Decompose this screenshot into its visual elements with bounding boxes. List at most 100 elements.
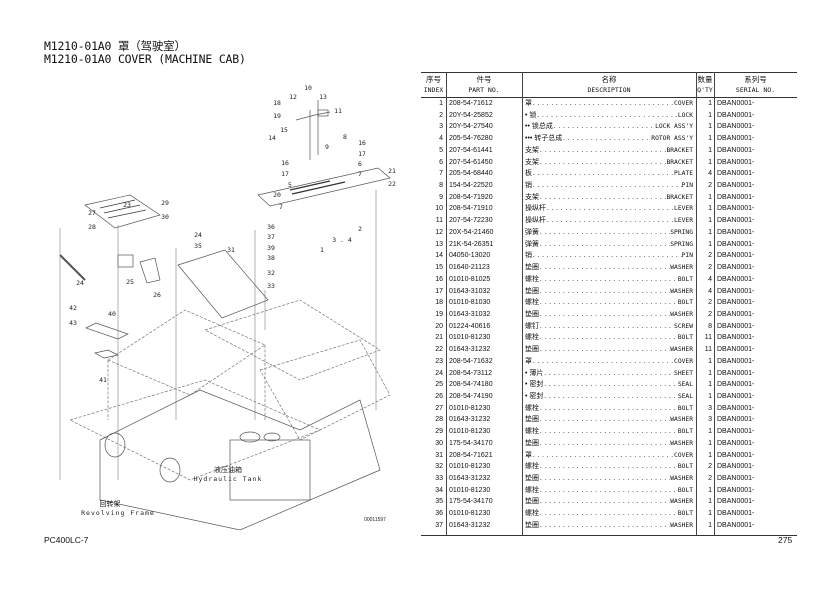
- row-part-number: 20Y-54-27540: [449, 123, 493, 131]
- callout-number: 15: [280, 126, 288, 134]
- row-quantity: 1: [708, 498, 712, 506]
- row-description: • 薄片....................................…: [525, 368, 693, 380]
- table-bottom-rule: [421, 535, 797, 536]
- row-quantity: 2: [708, 264, 712, 272]
- desc-cn: 板: [525, 170, 532, 178]
- row-serial: DBAN0001-: [717, 299, 755, 307]
- desc-cn: 垫圈: [525, 287, 539, 295]
- header-index-en: INDEX: [423, 86, 444, 94]
- row-quantity: 1: [708, 451, 712, 459]
- row-serial: DBAN0001-: [717, 217, 755, 225]
- callout-number: 38: [267, 254, 275, 262]
- table-row: 26 208-54-74190 • 密封....................…: [421, 391, 797, 403]
- table-row: 2 20Y-54-25852 • 锁......................…: [421, 110, 797, 122]
- desc-cn: • 密封: [525, 381, 544, 389]
- row-quantity: 2: [708, 252, 712, 260]
- desc-cn: 螺栓: [525, 334, 539, 342]
- row-part-number: 208-54-71612: [449, 100, 493, 107]
- row-quantity: 1: [708, 510, 712, 518]
- hydraulic-tank: [229, 439, 311, 501]
- row-description: 垫圈......................................…: [525, 520, 693, 532]
- desc-en: LOCK: [677, 111, 693, 119]
- row-quantity: 1: [708, 357, 712, 365]
- row-description: 罩.......................................…: [525, 356, 693, 368]
- leader-dots: ........................................…: [539, 228, 670, 236]
- row-part-number: 208-54-71910: [449, 205, 493, 213]
- leader-dots: ........................................…: [532, 100, 674, 107]
- callout-number: 22: [388, 180, 396, 188]
- leader-dots: ........................................…: [562, 135, 652, 143]
- callout-number: 32: [267, 269, 275, 277]
- table-row: 12 20X-54-21460 弹簧......................…: [421, 227, 797, 239]
- row-index: 4: [439, 135, 443, 143]
- desc-en: BRACKET: [666, 146, 693, 154]
- desc-cn: 螺栓: [525, 299, 539, 307]
- callout-number: 19: [273, 112, 281, 120]
- row-index: 31: [435, 451, 443, 459]
- row-description: • 密封....................................…: [525, 379, 693, 391]
- row-index: 19: [435, 310, 443, 318]
- table-row: 14 04050-13020 销........................…: [421, 250, 797, 262]
- row-index: 26: [435, 392, 443, 400]
- row-description: 螺栓......................................…: [525, 508, 693, 520]
- desc-en: PIN: [681, 182, 693, 190]
- desc-cn: 销: [525, 182, 532, 190]
- leader-dots: ........................................…: [546, 205, 674, 213]
- header-desc-en: DESCRIPTION: [587, 86, 631, 94]
- row-quantity: 1: [708, 123, 712, 131]
- header-serial-cn: 系列号: [744, 75, 767, 84]
- table-row: 25 208-54-74180 • 密封....................…: [421, 379, 797, 391]
- table-row: 24 208-54-73112 • 薄片....................…: [421, 368, 797, 380]
- row-index: 29: [435, 428, 443, 436]
- desc-cn: 垫圈: [525, 416, 539, 424]
- desc-cn: 垫圈: [525, 439, 539, 447]
- row-part-number: 01643-31032: [449, 310, 491, 318]
- callout-number: 40: [108, 310, 116, 318]
- desc-en: WASHER: [670, 346, 693, 354]
- row-description: 垫圈......................................…: [525, 344, 693, 356]
- row-part-number: 175-54-34170: [449, 439, 493, 447]
- table-row: 20 01224-40616 螺钉.......................…: [421, 321, 797, 333]
- row-quantity: 1: [708, 381, 712, 389]
- row-description: 螺栓......................................…: [525, 461, 693, 473]
- row-description: 弹簧......................................…: [525, 227, 693, 239]
- table-row: 29 01010-81230 螺栓.......................…: [421, 426, 797, 438]
- desc-cn: • 锁: [525, 111, 537, 119]
- table-row: 36 01010-81230 螺栓.......................…: [421, 508, 797, 520]
- desc-en: WASHER: [670, 498, 693, 506]
- desc-en: COVER: [674, 451, 693, 459]
- row-description: 螺栓......................................…: [525, 426, 693, 438]
- row-index: 1: [439, 100, 443, 107]
- table-row: 37 01643-31232 垫圈.......................…: [421, 520, 797, 532]
- desc-en: WASHER: [670, 439, 693, 447]
- table-row: 13 21K-54-26351 弹簧......................…: [421, 239, 797, 251]
- callout-number: 37: [267, 233, 275, 241]
- leader-dots: ........................................…: [552, 123, 655, 131]
- callout-number: 3 . 4: [332, 236, 352, 244]
- row-index: 10: [435, 205, 443, 213]
- desc-cn: 螺栓: [525, 463, 539, 471]
- desc-en: BOLT: [677, 275, 693, 283]
- row-serial: DBAN0001-: [717, 228, 755, 236]
- leader-dots: ........................................…: [536, 111, 677, 119]
- table-row: 16 01010-81025 螺栓.......................…: [421, 274, 797, 286]
- desc-en: COVER: [674, 357, 693, 365]
- callout-number: 35: [194, 242, 202, 250]
- row-part-number: 01010-81030: [449, 299, 491, 307]
- row-part-number: 01010-81230: [449, 404, 491, 412]
- leader-dots: ........................................…: [539, 264, 670, 272]
- row-description: 操纵杆.....................................…: [525, 215, 693, 227]
- table-body: 1 208-54-71612 罩........................…: [421, 98, 797, 532]
- row-description: •• 锁总成..................................…: [525, 121, 693, 133]
- row-index: 23: [435, 357, 443, 365]
- row-quantity: 3: [708, 404, 712, 412]
- desc-en: LEVER: [674, 217, 693, 225]
- leader-dots: ........................................…: [539, 310, 670, 318]
- row-quantity: 2: [708, 310, 712, 318]
- desc-cn: 支架: [525, 158, 539, 166]
- desc-en: BOLT: [677, 486, 693, 494]
- table-row: 34 01010-81230 螺栓.......................…: [421, 485, 797, 497]
- row-quantity: 1: [708, 193, 712, 201]
- desc-cn: 螺栓: [525, 275, 539, 283]
